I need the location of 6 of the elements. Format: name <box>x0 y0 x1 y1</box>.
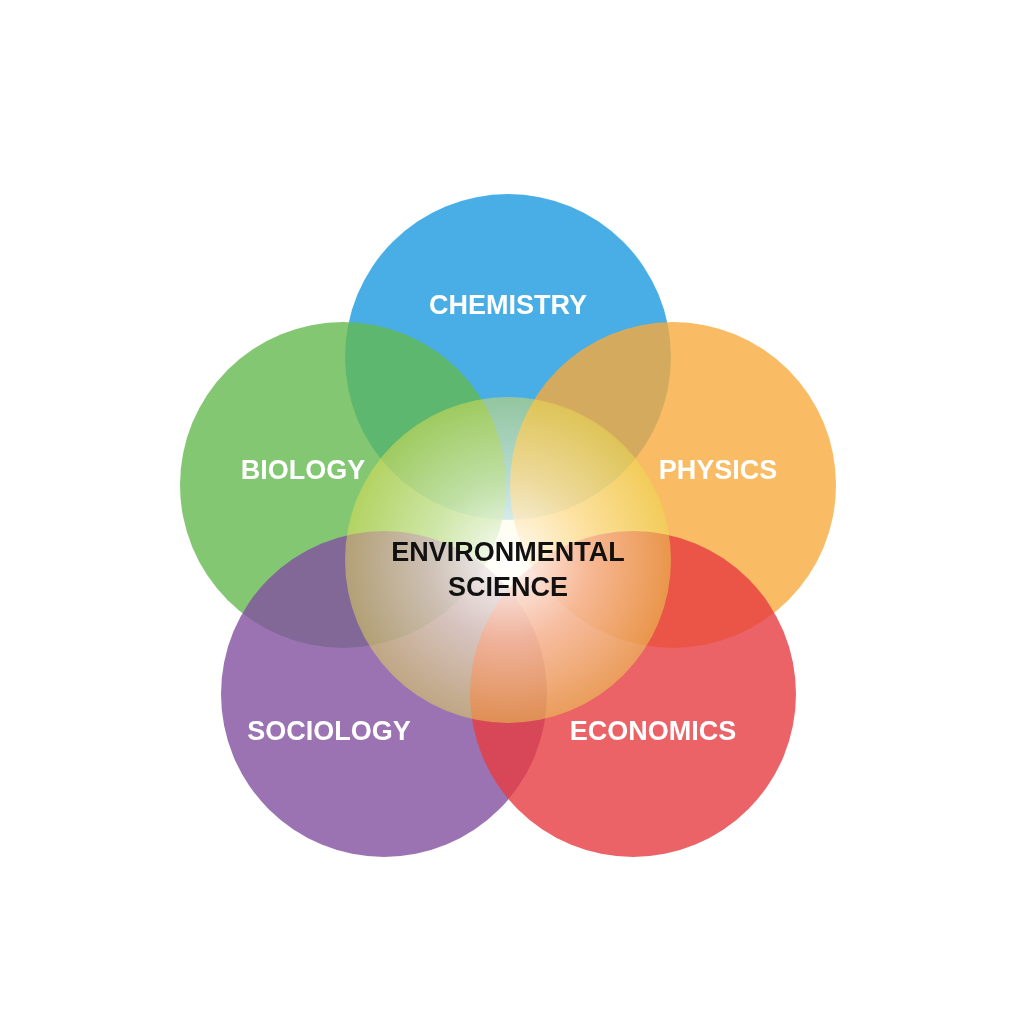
circle-label: SOCIOLOGY <box>247 715 411 747</box>
circle-label: PHYSICS <box>658 454 778 486</box>
circle-label: ECONOMICS <box>569 715 737 747</box>
circle-label: BIOLOGY <box>240 454 366 486</box>
circle-label: CHEMISTRY <box>429 289 587 321</box>
circle-label: ENVIRONMENTAL SCIENCE <box>390 536 626 604</box>
